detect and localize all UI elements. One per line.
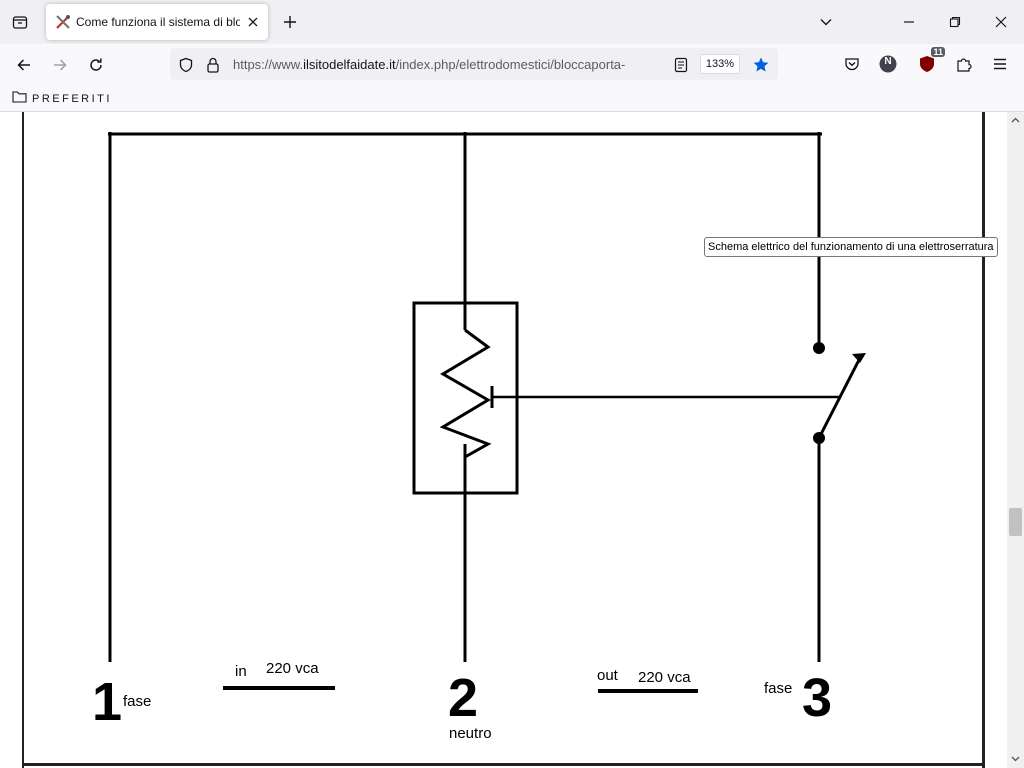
- restore-icon[interactable]: [940, 8, 970, 36]
- tab-bar: Come funziona il sistema di blo: [0, 0, 1024, 44]
- new-tab-icon[interactable]: [279, 11, 301, 33]
- image-border-right: [982, 112, 985, 768]
- zoom-level-button[interactable]: 133%: [700, 54, 740, 74]
- folder-icon: [12, 90, 27, 108]
- switch-blade: [817, 355, 863, 439]
- profile-extension-icon[interactable]: N: [876, 52, 900, 76]
- out-voltage-label: 220 vca: [638, 669, 691, 686]
- bookmarks-toolbar: PREFERITI: [0, 84, 1024, 112]
- back-arrow-icon[interactable]: [11, 52, 37, 78]
- address-bar[interactable]: https://www.ilsitodelfaidate.it/index.ph…: [170, 48, 778, 80]
- image-tooltip: Schema elettrico del funzionamento di un…: [704, 237, 998, 257]
- terminal-1-label: fase: [123, 693, 151, 710]
- minimize-icon[interactable]: [894, 8, 924, 36]
- scroll-up-arrow-icon[interactable]: [1011, 116, 1020, 125]
- bookmark-star-icon[interactable]: [752, 56, 770, 74]
- ublock-origin-icon[interactable]: 11: [915, 47, 945, 76]
- image-border-bottom: [22, 763, 985, 766]
- switch-tip: [852, 353, 866, 363]
- tracking-protection-shield-icon[interactable]: [177, 56, 195, 74]
- active-tab[interactable]: Come funziona il sistema di blo: [46, 4, 268, 40]
- reload-icon[interactable]: [83, 52, 109, 78]
- menu-hamburger-icon[interactable]: [988, 52, 1012, 76]
- ublock-count-badge: 11: [931, 47, 945, 57]
- tools-favicon-icon: [55, 14, 71, 30]
- in-voltage-label: 220 vca: [266, 660, 319, 677]
- profile-initial: N: [884, 56, 892, 67]
- image-border-left: [22, 112, 24, 768]
- in-label: in: [235, 663, 247, 680]
- page-content: 1 fase 2 neutro 3 fase in 220 vca out 22…: [0, 112, 1007, 768]
- forward-arrow-icon[interactable]: [47, 52, 73, 78]
- terminal-2-label: neutro: [449, 725, 492, 742]
- extensions-puzzle-icon[interactable]: [952, 52, 976, 76]
- scrollbar-thumb[interactable]: [1009, 508, 1022, 536]
- list-all-tabs-icon[interactable]: [8, 10, 32, 34]
- close-window-icon[interactable]: [986, 8, 1016, 36]
- wiring-diagram: 1 fase 2 neutro 3 fase in 220 vca out 22…: [92, 132, 866, 742]
- terminal-1-number: 1: [92, 672, 122, 732]
- scroll-down-arrow-icon[interactable]: [1011, 754, 1020, 763]
- out-label: out: [597, 667, 619, 684]
- pocket-icon[interactable]: [840, 52, 864, 76]
- reader-view-icon[interactable]: [672, 56, 690, 74]
- bookmark-folder-label: PREFERITI: [32, 93, 112, 105]
- resistor-zigzag: [439, 328, 492, 459]
- terminal-2-number: 2: [448, 668, 478, 728]
- lock-icon[interactable]: [204, 56, 222, 74]
- terminal-3-number: 3: [802, 668, 832, 728]
- switch-contact-top: [813, 342, 825, 354]
- chevron-down-icon[interactable]: [816, 12, 836, 32]
- url-text[interactable]: https://www.ilsitodelfaidate.it/index.ph…: [233, 57, 626, 72]
- navigation-toolbar: https://www.ilsitodelfaidate.it/index.ph…: [0, 44, 1024, 84]
- terminal-3-label: fase: [764, 680, 792, 697]
- bookmark-folder-preferiti[interactable]: PREFERITI: [12, 90, 112, 108]
- tab-title: Come funziona il sistema di blo: [76, 15, 240, 29]
- close-tab-icon[interactable]: [243, 12, 263, 32]
- page-scrollbar[interactable]: [1007, 112, 1024, 768]
